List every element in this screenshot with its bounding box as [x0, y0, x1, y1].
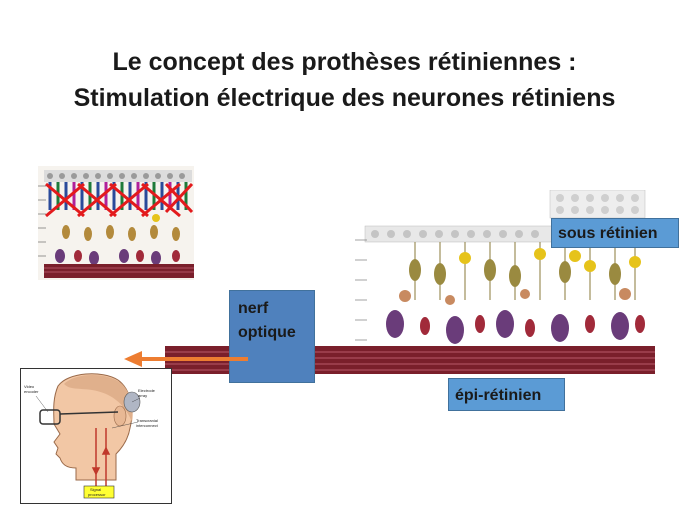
head-silhouette: [53, 373, 133, 481]
signal-processor-label-1: Signal: [90, 487, 101, 492]
label-optic-nerve-line2: optique: [238, 324, 296, 341]
video-encoder-label-2: encoder: [24, 389, 39, 394]
transcranial-label-1: Transcranial: [136, 418, 158, 423]
video-encoder-label-1: Video: [24, 384, 35, 389]
signal-processor-label-2: processor: [88, 492, 106, 497]
neuron-cells: [55, 214, 180, 265]
signal-direction-arrow: [124, 351, 248, 367]
title-line-2: Stimulation électrique des neurones réti…: [73, 84, 616, 112]
label-subretinal-text: sous rétinien: [558, 225, 658, 242]
slide-title: Le concept des prothèses rétiniennes : S…: [0, 44, 689, 116]
label-epiretinal-text: épi-rétinien: [455, 387, 542, 404]
signal-wires: [91, 428, 111, 486]
layer-leader-lines: [355, 239, 367, 341]
head-implant-figure: Video encoder Electrode array Transcrani…: [20, 368, 172, 504]
red-cross-marks: [45, 182, 194, 218]
label-optic-nerve: nerf optique: [229, 290, 315, 383]
degenerated-retina-image: [38, 166, 194, 280]
signal-processor-box: [83, 485, 115, 499]
photoreceptor-layer: [44, 170, 192, 182]
glasses-icon: [39, 409, 119, 425]
title-line-1: Le concept des prothèses rétiniennes :: [112, 48, 577, 76]
ganglion-cells: [386, 310, 645, 344]
nerve-fiber-layer: [44, 264, 194, 278]
label-subretinal: sous rétinien: [551, 218, 679, 248]
electrode-array-label-2: array: [138, 393, 147, 398]
label-epiretinal: épi-rétinien: [448, 378, 565, 411]
label-optic-nerve-line1: nerf: [238, 300, 269, 317]
transcranial-label-2: interconnect: [136, 423, 159, 428]
bipolar-cells: [399, 242, 641, 305]
electrode-array-label-1: Electrode: [138, 388, 156, 393]
